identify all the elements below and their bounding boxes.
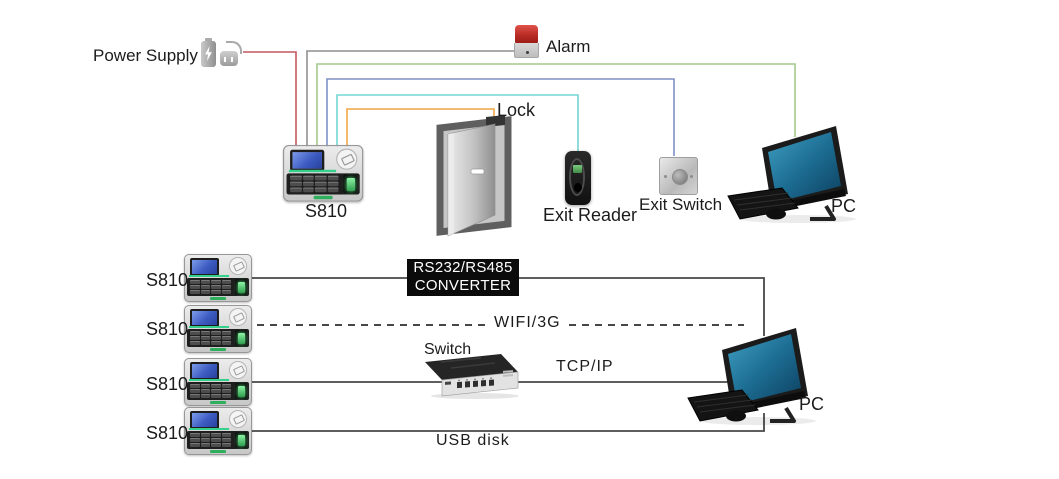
s810-fingerprint-sensor [235,383,247,399]
wifi-3g-label: WIFI/3G [487,314,568,332]
plug-icon [220,51,238,66]
exit-reader-label: Exit Reader [543,205,638,225]
s810-slot-row3 [184,358,252,406]
tcpip-label: TCP/IP [556,358,614,375]
s810-slot-row4 [184,407,252,455]
s810-card-reader-icon [229,361,247,379]
usb-disk-label: USB disk [436,432,510,449]
s810-led-stripe [189,428,229,430]
s810-row3-label: S810 [146,374,189,394]
s810-keypad [290,175,339,193]
s810-device [184,305,252,353]
s810-lcd-screen [190,362,219,380]
s810-led-stripe [288,169,337,173]
s810-front-panel [286,173,360,195]
s810-keypad [190,384,231,398]
s810-logo-badge [210,450,226,453]
s810-front-panel [187,278,249,296]
exit-switch-label: Exit Switch [639,195,723,214]
s810-row1-label: S810 [146,270,189,290]
s810-front-panel [187,382,249,400]
door-icon [436,115,512,237]
s810-row4-label: S810 [146,423,189,443]
switch-label: Switch [424,341,472,358]
pc-top-label: PC [831,196,857,216]
pc-icon [687,328,816,425]
s810-lcd-screen [290,149,325,171]
s810-led-stripe [189,275,229,277]
power-supply-label: Power Supply [93,46,198,65]
pc-icon [727,126,856,223]
plug-cord-icon [226,41,242,54]
s810-logo-badge [210,401,226,404]
s810-fingerprint-sensor [235,279,247,295]
pc-slot-top [726,120,866,230]
s810-device [184,358,252,406]
s810-top-label: S810 [305,201,348,221]
s810-keypad [190,433,231,447]
wire-power-supply [243,51,297,150]
rs232-rs485-converter-box: RS232/RS485 CONVERTER [407,259,519,296]
alarm-icon [514,25,539,58]
s810-keypad [190,280,231,294]
wire-exit-switch [326,78,675,156]
s810-fingerprint-sensor [235,330,247,346]
alarm-label: Alarm [546,37,591,56]
wire-pc [316,63,796,150]
s810-front-panel [187,329,249,347]
wire-exit-reader [336,94,579,151]
s810-logo-badge [210,348,226,351]
s810-front-panel [187,431,249,449]
s810-card-reader-icon [229,410,247,428]
s810-keypad [190,331,231,345]
s810-led-stripe [189,326,229,328]
converter-label-line2: CONVERTER [414,277,512,294]
s810-logo-badge [210,297,226,300]
s810-lcd-screen [190,258,219,276]
pc-bottom-label: PC [799,394,825,414]
s810-device [283,145,364,202]
network-switch-icon [425,354,519,399]
pc-slot-bottom [686,322,826,432]
exit-switch-icon [659,157,698,195]
s810-device [184,254,252,302]
battery-icon [201,38,216,67]
s810-slot-row2 [184,305,252,353]
lock-label: Lock [497,100,536,120]
s810-slot-row1 [184,254,252,302]
s810-slot-top [283,145,364,202]
converter-label-line1: RS232/RS485 [413,259,513,276]
s810-logo-badge [313,195,333,200]
wire-alarm [306,50,515,150]
s810-fingerprint-sensor [235,432,247,448]
exit-reader-icon [565,151,591,205]
s810-lcd-screen [190,309,219,327]
s810-device [184,407,252,455]
s810-card-reader-icon [229,257,247,275]
line-usb-disk [252,413,765,432]
s810-led-stripe [189,379,229,381]
s810-lcd-screen [190,411,219,429]
s810-card-reader-icon [229,308,247,326]
s810-row2-label: S810 [146,319,189,339]
s810-fingerprint-sensor [343,174,358,194]
s810-card-reader-icon [336,148,358,170]
